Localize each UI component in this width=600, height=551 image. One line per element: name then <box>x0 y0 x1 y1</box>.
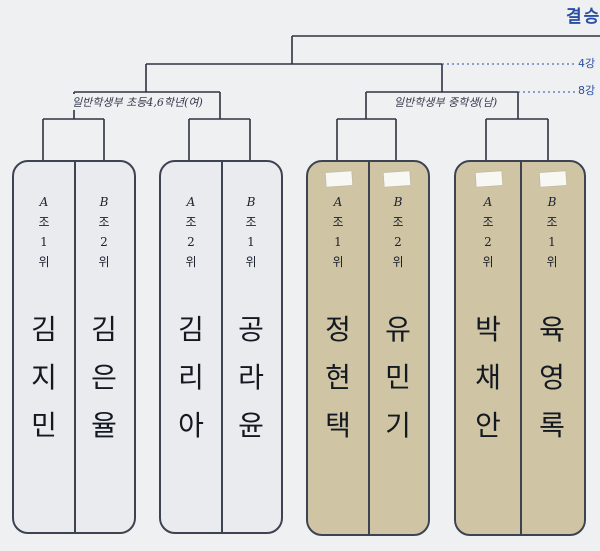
round-label-eighth: 8강 <box>578 84 596 97</box>
group-label-elementary-girls: 일반학생부 초등4,6학년(여) <box>70 94 205 110</box>
round-label-quarter: 4강 <box>578 57 596 70</box>
card-divider <box>221 162 223 532</box>
card-divider <box>520 162 522 534</box>
card-divider <box>74 162 76 532</box>
bracket-title: 결승 <box>566 7 600 27</box>
card-divider <box>368 162 370 534</box>
group-label-middle-boys: 일반학생부 중학생(남) <box>392 94 500 110</box>
